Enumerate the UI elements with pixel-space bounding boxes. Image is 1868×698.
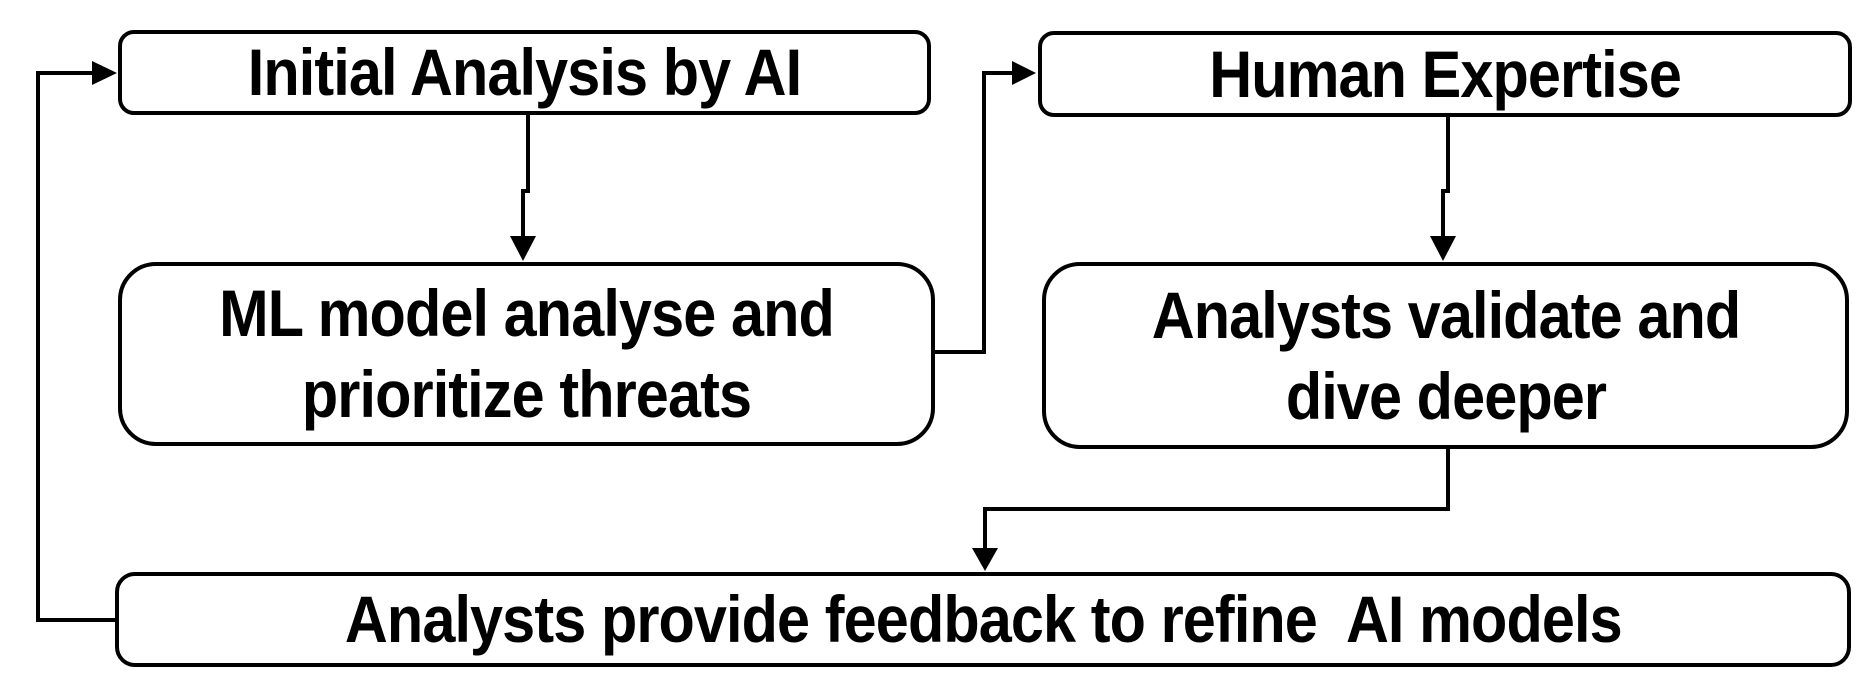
edge-initial-to-ml-line [521, 113, 530, 238]
edge-feedback-to-initial-arrowhead [92, 61, 117, 85]
node-analysts-validate: Analysts validate and dive deeper [1042, 262, 1849, 449]
edge-human-to-validate-arrowhead [1430, 236, 1456, 261]
edge-validate-to-feedback-arrowhead [972, 548, 998, 571]
node-analysts-feedback: Analysts provide feedback to refine AI m… [115, 572, 1851, 667]
node-human-expertise-label: Human Expertise [1209, 36, 1682, 111]
edge-initial-to-ml-arrowhead [510, 236, 536, 261]
edge-feedback-to-initial-line [36, 71, 119, 622]
node-ml-model: ML model analyse and prioritize threats [118, 262, 935, 446]
edge-ml-to-human-line [933, 71, 1012, 354]
edge-human-to-validate-line [1441, 115, 1450, 238]
node-ml-model-label: ML model analyse and prioritize threats [219, 276, 835, 431]
edge-validate-to-feedback-line [983, 447, 1450, 550]
node-initial-analysis: Initial Analysis by AI [118, 30, 931, 115]
node-human-expertise: Human Expertise [1038, 31, 1852, 117]
node-analysts-validate-label: Analysts validate and dive deeper [1151, 277, 1740, 433]
node-analysts-feedback-label: Analysts provide feedback to refine AI m… [344, 582, 1623, 657]
node-initial-analysis-label: Initial Analysis by AI [247, 35, 802, 110]
edge-ml-to-human-arrowhead [1012, 61, 1036, 85]
